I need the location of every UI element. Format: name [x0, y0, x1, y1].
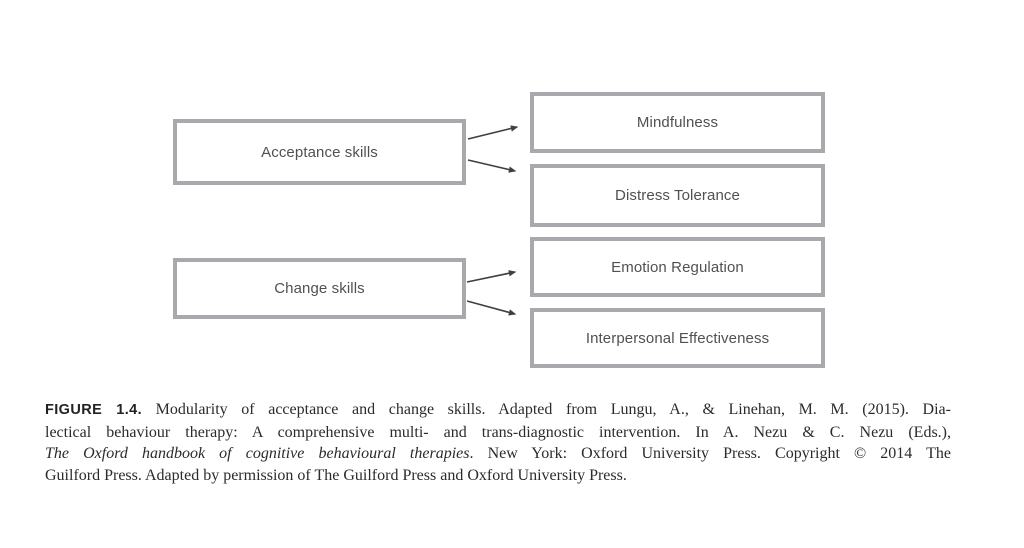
caption-line-4: Guilford Press. Adapted by permission of…: [45, 465, 951, 487]
box-mindfulness: Mindfulness: [530, 92, 825, 153]
box-change-skills: Change skills: [173, 258, 466, 319]
caption-text: . New York: Oxford University Press. Cop…: [469, 445, 951, 463]
arrow-change-to-interpersonal-effectiveness: [466, 300, 517, 316]
arrow-acceptance-to-distress-tolerance: [467, 159, 517, 173]
box-interpersonal-effectiveness-label: Interpersonal Effectiveness: [585, 329, 770, 347]
box-distress-tolerance: Distress Tolerance: [530, 164, 825, 227]
box-emotion-regulation: Emotion Regulation: [530, 237, 825, 297]
box-distress-tolerance-label: Distress Tolerance: [615, 187, 740, 204]
caption-line-3: The Oxford handbook of cognitive behavio…: [45, 443, 951, 465]
caption-line-2: lectical behaviour therapy: A comprehens…: [45, 422, 951, 444]
arrow-change-to-emotion-regulation: [466, 270, 517, 283]
caption-book-title: The Oxford handbook of cognitive behavio…: [45, 445, 470, 463]
caption-line-1: FIGURE 1.4. Modularity of acceptance and…: [45, 399, 951, 422]
figure-number-label: FIGURE 1.4.: [45, 402, 143, 418]
box-interpersonal-effectiveness: Interpersonal Effectiveness: [530, 308, 825, 368]
arrow-acceptance-to-mindfulness: [467, 125, 519, 140]
box-mindfulness-label: Mindfulness: [636, 114, 719, 131]
box-emotion-regulation-label: Emotion Regulation: [611, 258, 744, 276]
box-acceptance-skills: Acceptance skills: [173, 119, 466, 185]
caption-text: Modularity of acceptance and change skil…: [142, 401, 951, 418]
box-change-skills-label: Change skills: [274, 280, 365, 297]
figure-caption: FIGURE 1.4. Modularity of acceptance and…: [45, 399, 951, 487]
caption-text: lectical behaviour therapy: A comprehens…: [45, 423, 951, 441]
caption-text: Guilford Press. Adapted by permission of…: [45, 467, 627, 485]
box-acceptance-skills-label: Acceptance skills: [261, 143, 378, 161]
